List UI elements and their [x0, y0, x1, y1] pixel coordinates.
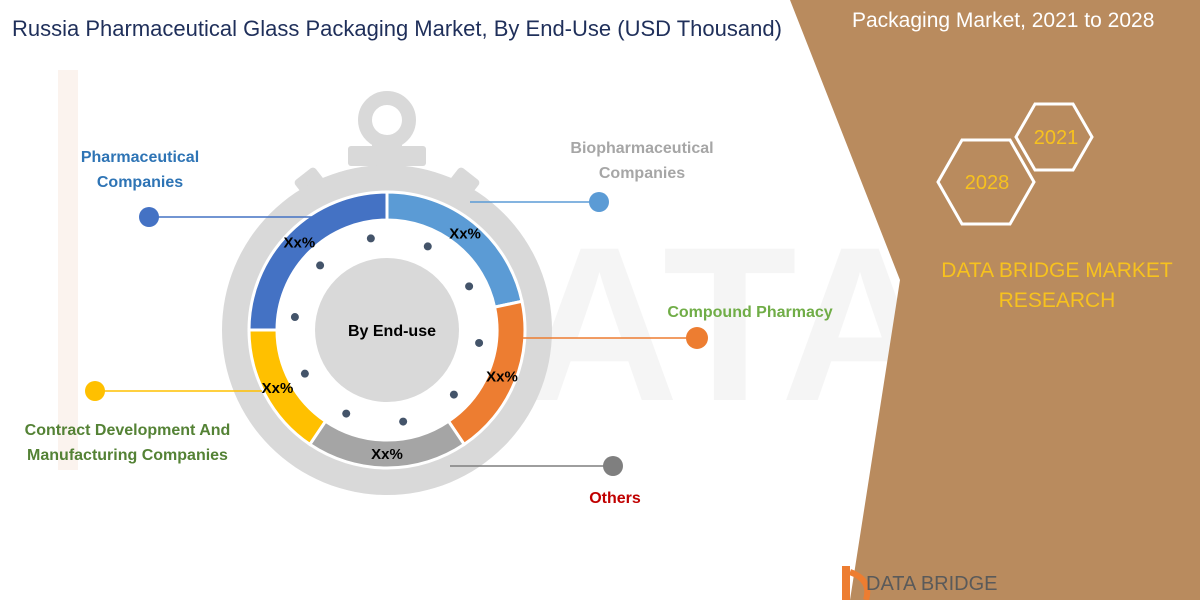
value-label-biopharmaceutical: Xx% — [449, 226, 481, 243]
right-panel-title: Packaging Market, 2021 to 2028 — [852, 9, 1155, 32]
segment-value-labels: Xx% Xx% Xx% Xx% Xx% — [262, 226, 518, 463]
marker-pharma — [139, 207, 159, 227]
tick-dot — [423, 242, 432, 251]
stopwatch-ring — [358, 91, 416, 149]
tick-dot — [399, 417, 408, 426]
tick-dots — [290, 234, 484, 426]
tick-dot — [290, 313, 299, 322]
logo-mark — [842, 566, 850, 600]
marker-others — [603, 456, 623, 476]
label-others: Others — [589, 490, 641, 507]
tick-dot — [342, 409, 351, 418]
tick-dot — [316, 261, 325, 270]
logo-curve — [848, 569, 871, 600]
marker-compound — [686, 327, 708, 349]
callouts — [85, 192, 708, 476]
value-label-others: Xx% — [371, 446, 403, 463]
value-label-contract-development: Xx% — [262, 380, 294, 397]
bottom-logo: DATA BRIDGE — [842, 566, 998, 600]
page-title: Russia Pharmaceutical Glass Packaging Ma… — [12, 16, 782, 41]
marker-cdmo — [85, 381, 105, 401]
tick-dot — [475, 338, 484, 347]
hex-2028 — [936, 138, 1036, 226]
value-label-pharmaceutical: Xx% — [283, 234, 315, 251]
company-name: DATA BRIDGE MARKET RESEARCH — [941, 259, 1173, 312]
label-compound-pharmacy: Compound Pharmacy — [667, 304, 833, 321]
label-biopharmaceutical-companies: Biopharmaceutical Companies — [570, 140, 714, 182]
hex-2028-label: 2028 — [965, 172, 1010, 194]
center-label: By End-use — [348, 323, 436, 340]
tick-dot — [300, 369, 309, 378]
right-panel — [790, 0, 1200, 600]
dial-center — [315, 258, 459, 402]
value-label-compound-pharmacy: Xx% — [486, 368, 518, 385]
logo-text: DATA BRIDGE — [866, 573, 998, 595]
tick-dot — [449, 390, 458, 399]
marker-bio — [589, 192, 609, 212]
hex-2021 — [1014, 102, 1094, 172]
label-pharmaceutical-companies: Pharmaceutical Companies — [80, 149, 200, 191]
tick-dot — [366, 234, 375, 243]
hex-2021-label: 2021 — [1034, 127, 1079, 149]
stopwatch-crown — [348, 146, 426, 166]
tick-dot — [465, 282, 474, 291]
label-contract-development: Contract Development And Manufacturing C… — [24, 422, 231, 464]
